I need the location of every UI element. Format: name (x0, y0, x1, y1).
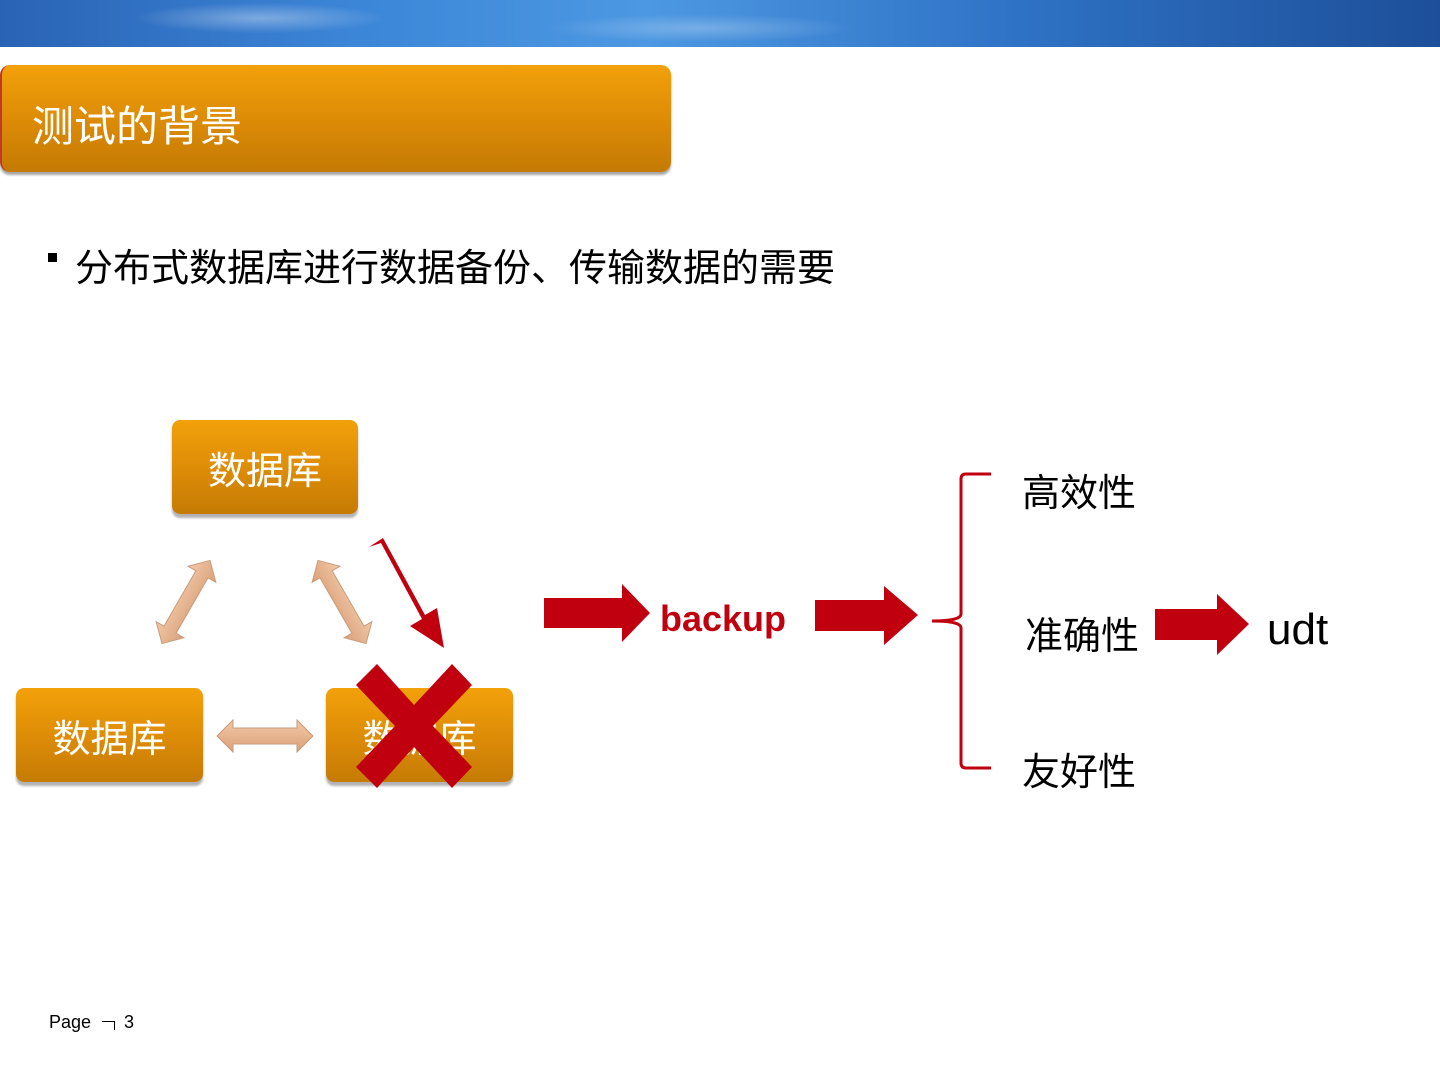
page-number: 3 (124, 1012, 135, 1032)
database-box-top: 数据库 (172, 420, 358, 514)
right-arrow-icon (1155, 594, 1249, 655)
database-box-right-failed: 数据库 (326, 688, 513, 782)
red-diagonal-arrow-icon (369, 538, 444, 648)
quality-efficiency: 高效性 (1022, 471, 1137, 515)
right-arrow-icon (815, 586, 918, 645)
page-footer: Page 3 (49, 1012, 134, 1033)
bullet-item: 分布式数据库进行数据备份、传输数据的需要 (48, 237, 835, 292)
brace-icon (931, 472, 991, 770)
backup-label: backup (660, 598, 787, 639)
database-label: 数据库 (52, 716, 167, 761)
page-separator-icon (102, 1021, 116, 1030)
database-label: 数据库 (362, 716, 477, 761)
database-label: 数据库 (207, 448, 322, 493)
double-arrow-icon (155, 559, 217, 645)
page-label: Page (49, 1012, 92, 1032)
bullet-text: 分布式数据库进行数据备份、传输数据的需要 (75, 246, 836, 290)
bullet-marker-icon (48, 253, 57, 262)
right-arrow-icon (544, 584, 650, 642)
double-arrow-icon (216, 718, 314, 754)
slide-title: 测试的背景 (32, 102, 243, 151)
database-box-left: 数据库 (16, 688, 203, 782)
udt-label: udt (1267, 605, 1329, 654)
quality-friendliness: 友好性 (1022, 750, 1137, 794)
title-banner: 测试的背景 (0, 65, 671, 172)
quality-accuracy: 准确性 (1025, 614, 1140, 658)
header-band (0, 0, 1440, 47)
double-arrow-icon (311, 559, 373, 645)
